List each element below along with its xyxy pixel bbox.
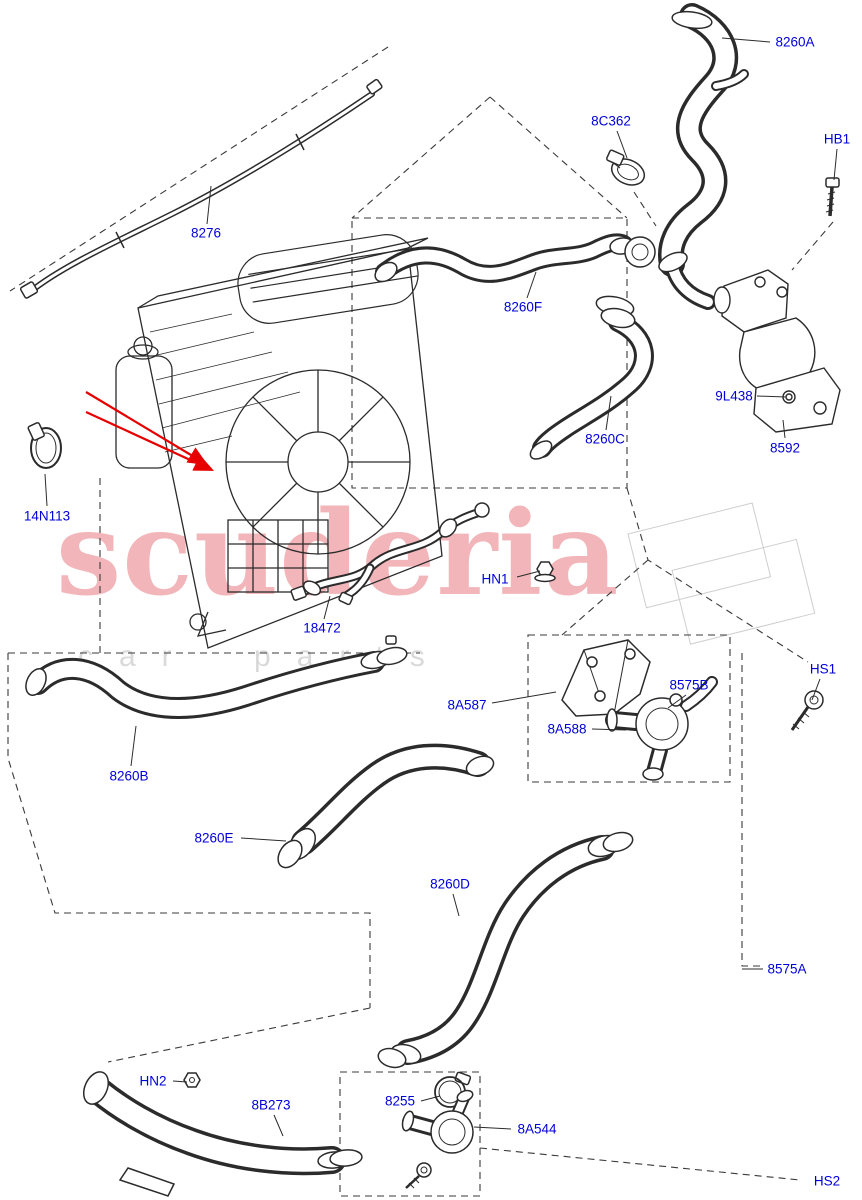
part-label-8260E[interactable]: 8260E [194,830,234,846]
radiator-assembly-drawing [115,234,443,649]
part-label-8A544[interactable]: 8A544 [517,1121,557,1137]
hose-8260e-drawing [277,743,495,869]
part-label-8C362[interactable]: 8C362 [591,113,631,129]
part-label-HS2[interactable]: HS2 [813,1173,841,1189]
screw-hs1-drawing [790,690,824,731]
hose-8b273-drawing [82,1071,363,1197]
part-label-8575B[interactable]: 8575B [669,677,709,693]
hose-8260f-drawing [374,233,656,283]
hose-8260d-drawing [377,831,634,1069]
part-label-8255[interactable]: 8255 [384,1093,416,1109]
part-label-18472[interactable]: 18472 [303,620,341,636]
hose-8260c-drawing [529,295,654,460]
part-label-HB1[interactable]: HB1 [823,131,851,147]
dashed-group-boxes [7,46,834,1197]
part-label-HS1[interactable]: HS1 [809,661,837,677]
part-label-8575A[interactable]: 8575A [767,961,807,977]
bracket-8a587-drawing [561,639,651,717]
part-label-8B273[interactable]: 8B273 [251,1097,291,1113]
housing-8592-drawing [713,269,841,433]
screw-hs2-drawing [405,1162,432,1189]
clamp-8c362-drawing [606,149,646,186]
part-label-8A588[interactable]: 8A588 [547,721,587,737]
part-label-8260C[interactable]: 8260C [585,431,625,447]
checkered-flag-watermark [627,502,816,645]
hose-8260a-drawing [658,3,749,310]
bolt-hb1-drawing [825,177,840,217]
thermostat-8575b-drawing [605,676,718,781]
part-label-8260D[interactable]: 8260D [430,876,470,892]
watermark-brand: scuderia [56,486,620,622]
part-label-HN1[interactable]: HN1 [481,571,509,587]
part-label-8592[interactable]: 8592 [769,440,801,456]
part-label-8260B[interactable]: 8260B [109,768,149,784]
label-leader-lines [44,37,838,1137]
part-label-HN2[interactable]: HN2 [139,1073,167,1089]
part-label-8A587[interactable]: 8A587 [447,697,487,713]
part-label-8260F[interactable]: 8260F [503,299,543,315]
part-label-14N113[interactable]: 14N113 [23,508,71,524]
part-label-8260A[interactable]: 8260A [775,34,815,50]
valve-8a544-drawing [401,1089,474,1189]
clamp-14n113-drawing [27,422,62,469]
hose-8260b-drawing [25,635,408,719]
part-label-9L438[interactable]: 9L438 [715,388,753,404]
pipe-8276-drawing [19,78,383,299]
part-label-8276[interactable]: 8276 [190,225,222,241]
nut-hn1-drawing [534,561,556,583]
nut-hn2-drawing [183,1072,201,1088]
red-pointer-arrows [85,391,214,471]
pipe-18472-drawing [290,502,490,606]
